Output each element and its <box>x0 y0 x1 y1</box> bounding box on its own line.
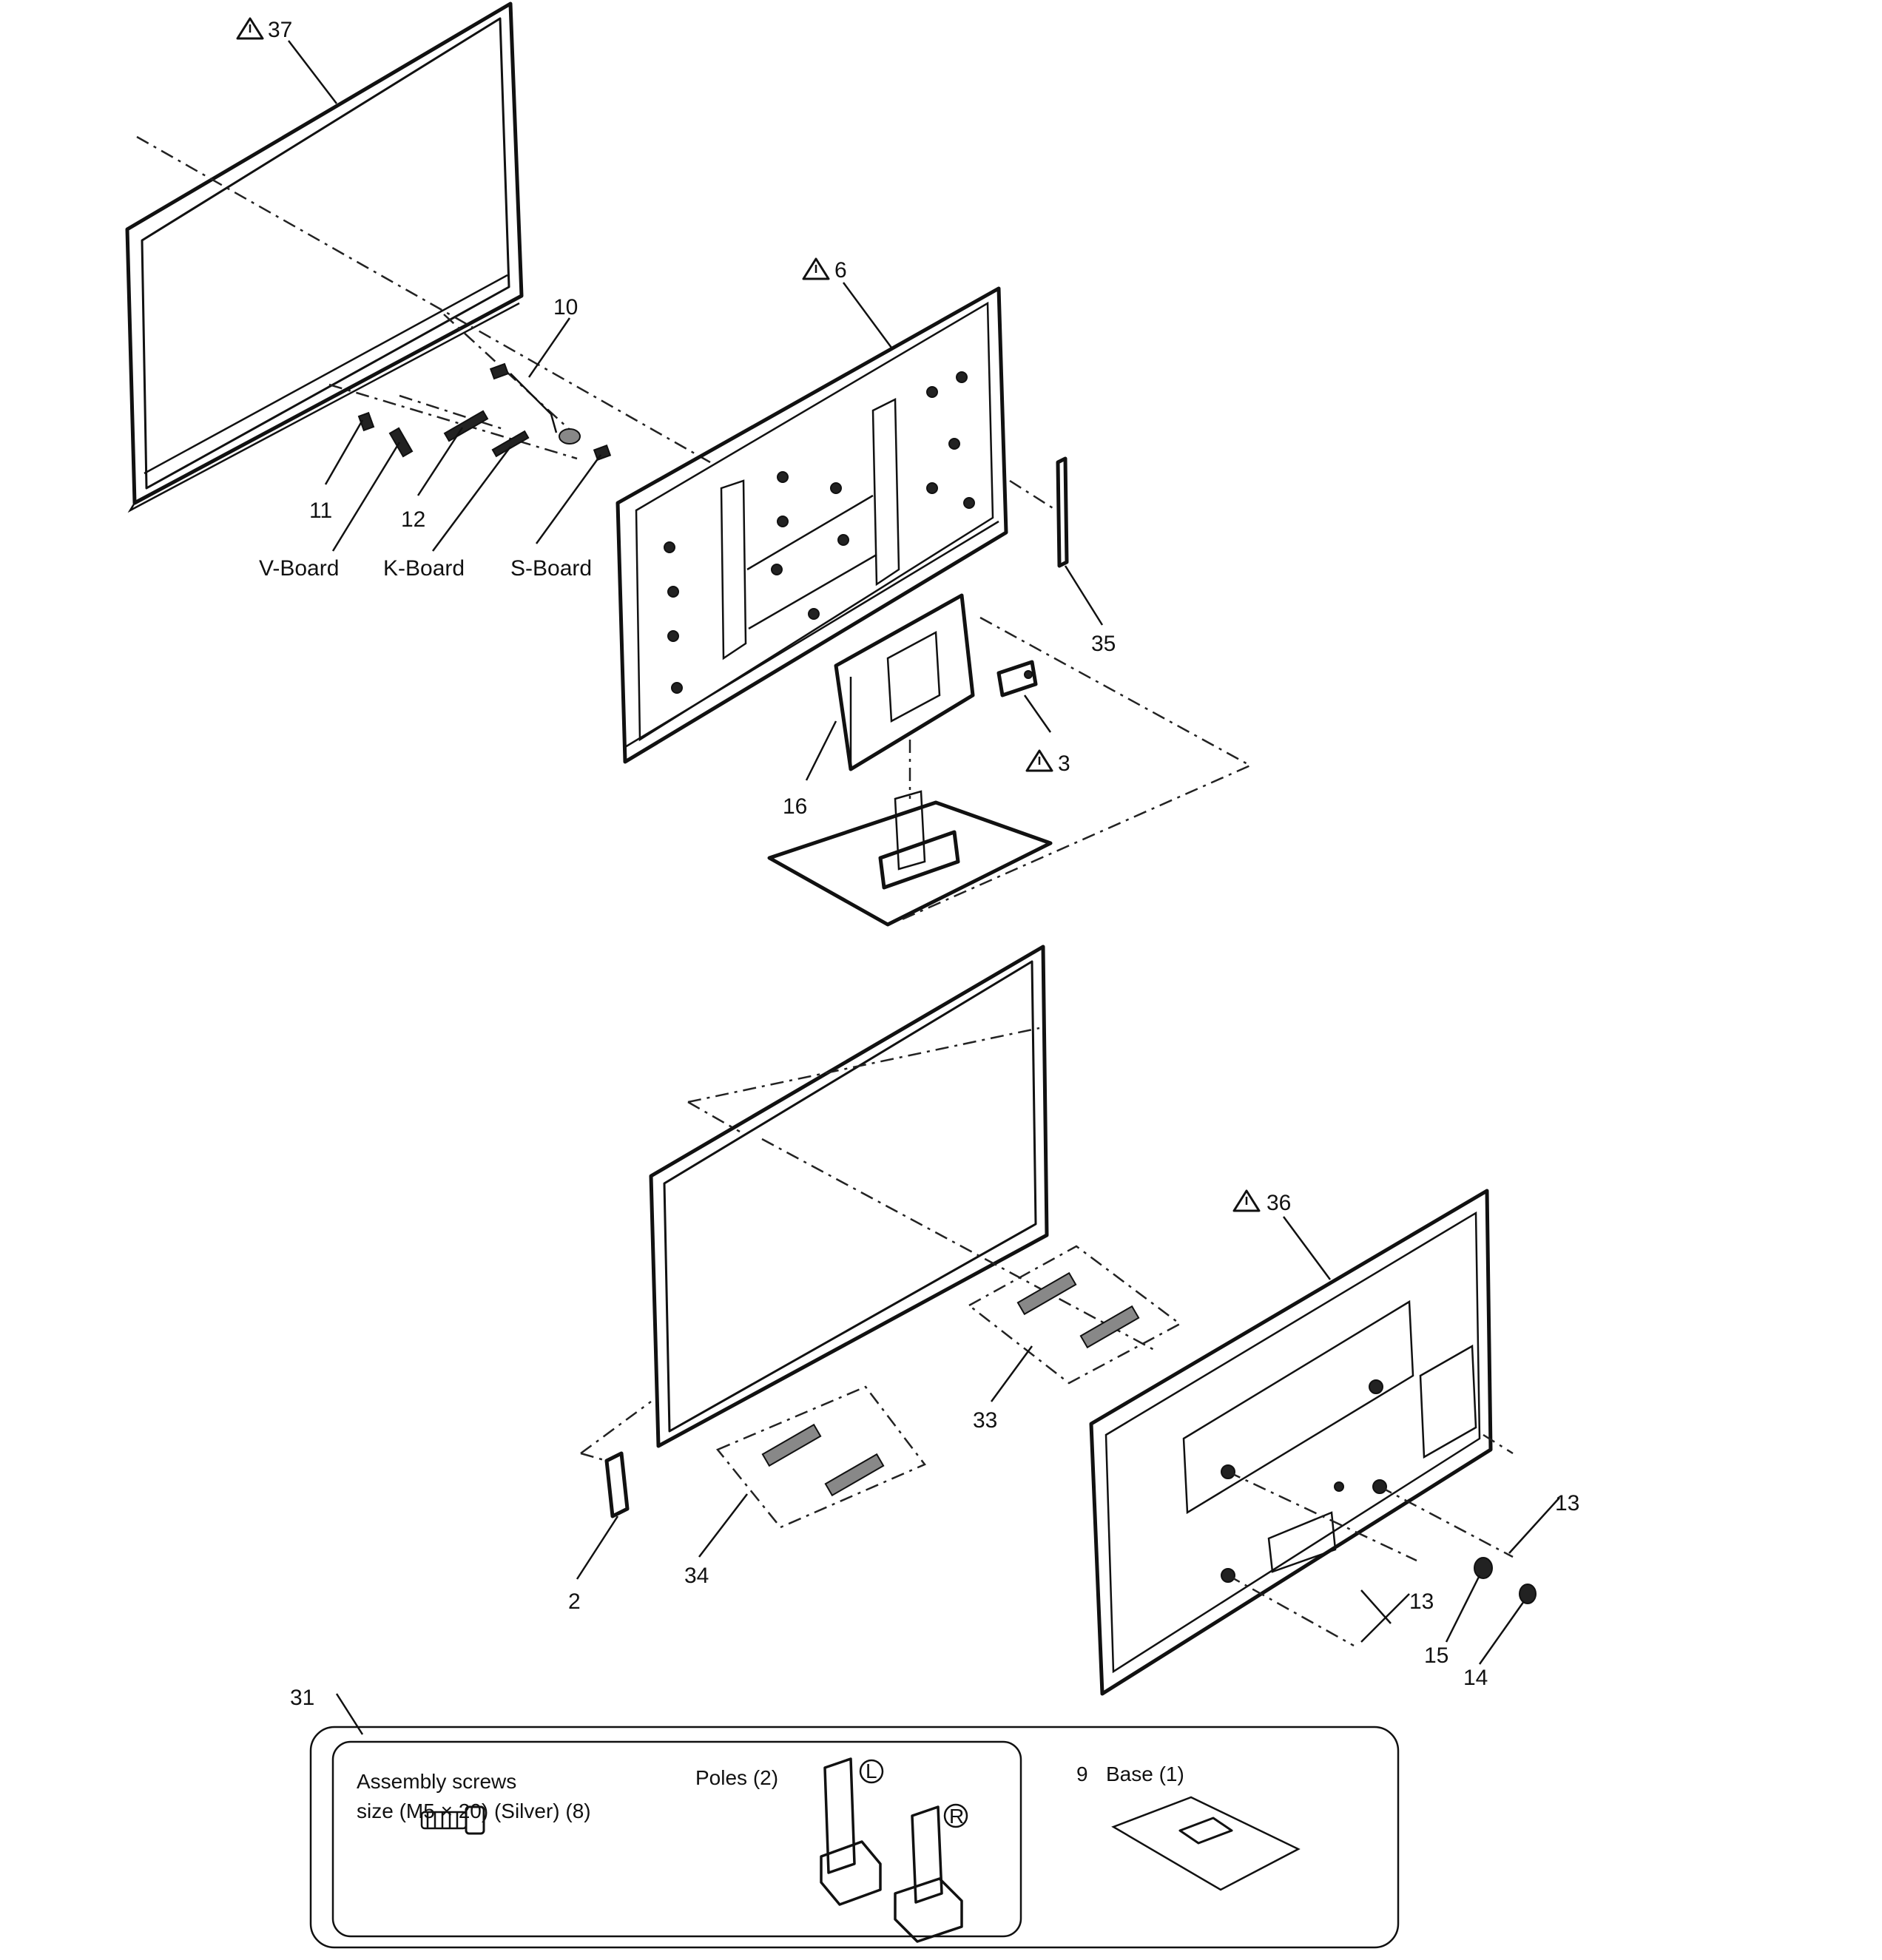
callout-34: 34 <box>684 1564 709 1588</box>
pole-left-mark: L <box>866 1760 877 1782</box>
leader-line <box>431 446 512 552</box>
base-number: 9 <box>1076 1763 1088 1785</box>
screws-size-label: size (M5 × 20) (Silver) (8) <box>357 1800 591 1822</box>
alignment-line <box>580 1400 652 1455</box>
screws-label: Assembly screws <box>357 1770 516 1793</box>
warning-triangle-icon <box>236 17 264 40</box>
alignment-line <box>399 394 504 430</box>
leader-line <box>1282 1216 1332 1280</box>
alignment-line <box>1227 1470 1417 1562</box>
alignment-line <box>580 1452 607 1462</box>
leader-line <box>1478 1601 1525 1665</box>
alignment-line <box>1379 1485 1514 1558</box>
pole-right <box>894 1803 968 1943</box>
leader-line <box>805 720 837 781</box>
part-2-side-control <box>604 1451 630 1518</box>
base-9 <box>1111 1796 1301 1891</box>
callout-13-lower: 13 <box>1409 1589 1434 1614</box>
leader-line <box>1023 695 1052 733</box>
callout-31: 31 <box>290 1686 314 1710</box>
warning-triangle-icon <box>1025 749 1053 772</box>
leader-line <box>331 442 401 552</box>
callout-11: 11 <box>309 499 332 523</box>
callout-35: 35 <box>1091 632 1116 656</box>
v-board <box>388 427 414 458</box>
alignment-line <box>1483 1433 1514 1455</box>
part-36-rear-cover <box>1089 1189 1493 1696</box>
leader-line <box>576 1515 619 1580</box>
part-3-module <box>996 660 1038 697</box>
callout-10: 10 <box>553 295 578 320</box>
callout-16: 16 <box>783 794 807 819</box>
leader-line <box>288 40 337 104</box>
leader-line <box>698 1493 748 1558</box>
alignment-line <box>1227 1574 1355 1647</box>
inner-frame <box>649 944 1049 1448</box>
callout-3: 3 <box>1058 751 1070 776</box>
leader-line <box>1360 1589 1392 1624</box>
leader-line <box>842 282 893 348</box>
part-15-washer <box>1474 1557 1493 1579</box>
callout-6: 6 <box>834 258 847 283</box>
part-34-speaker-pair <box>715 1385 926 1529</box>
part-35-side-bracket <box>1056 456 1069 568</box>
base-label: Base (1) <box>1106 1763 1184 1785</box>
leader-line <box>1508 1497 1560 1554</box>
leader-line <box>990 1345 1033 1402</box>
v-board-label: V-Board <box>259 556 339 581</box>
part-10-sensor <box>489 362 581 445</box>
pole-right-mark: R <box>949 1805 964 1828</box>
k-board <box>491 430 530 458</box>
part-6-chassis <box>615 286 1008 764</box>
alignment-line <box>687 1101 741 1133</box>
warning-triangle-icon <box>802 257 830 280</box>
alignment-line <box>1009 479 1057 512</box>
leader-line <box>535 454 602 544</box>
s-board <box>593 445 612 461</box>
poles-label: Poles (2) <box>695 1766 778 1789</box>
callout-13-upper: 13 <box>1555 1491 1579 1515</box>
alignment-line <box>898 616 1252 922</box>
k-board-label: K-Board <box>383 556 465 581</box>
part-16-stand-neck <box>834 593 975 771</box>
part-33-speaker-pair <box>967 1245 1182 1385</box>
callout-37: 37 <box>268 18 292 42</box>
alignment-line <box>687 1027 1040 1104</box>
callout-2: 2 <box>568 1589 581 1614</box>
callout-36: 36 <box>1267 1191 1291 1215</box>
alignment-line <box>761 1138 1155 1351</box>
leader-line <box>1445 1575 1481 1643</box>
alignment-line <box>443 314 578 437</box>
alignment-line <box>136 135 711 464</box>
pole-left <box>820 1757 884 1906</box>
accessory-box <box>309 1726 1400 1949</box>
leader-line <box>1064 565 1104 626</box>
stand-base <box>767 790 1053 927</box>
assembly-screw-icon <box>420 1805 485 1835</box>
warning-triangle-icon <box>1232 1189 1261 1212</box>
callout-15: 15 <box>1424 1643 1448 1668</box>
callout-12: 12 <box>401 507 425 532</box>
leader-line <box>527 317 571 378</box>
s-board-label: S-Board <box>510 556 592 581</box>
leader-line <box>416 427 464 496</box>
callout-33: 33 <box>973 1408 997 1433</box>
part-14-screw <box>1519 1584 1537 1604</box>
part-12-button <box>443 410 489 442</box>
part-37-front-bezel <box>125 1 524 513</box>
callout-14: 14 <box>1463 1666 1488 1690</box>
leader-line <box>324 419 364 485</box>
leader-line <box>335 1693 364 1735</box>
